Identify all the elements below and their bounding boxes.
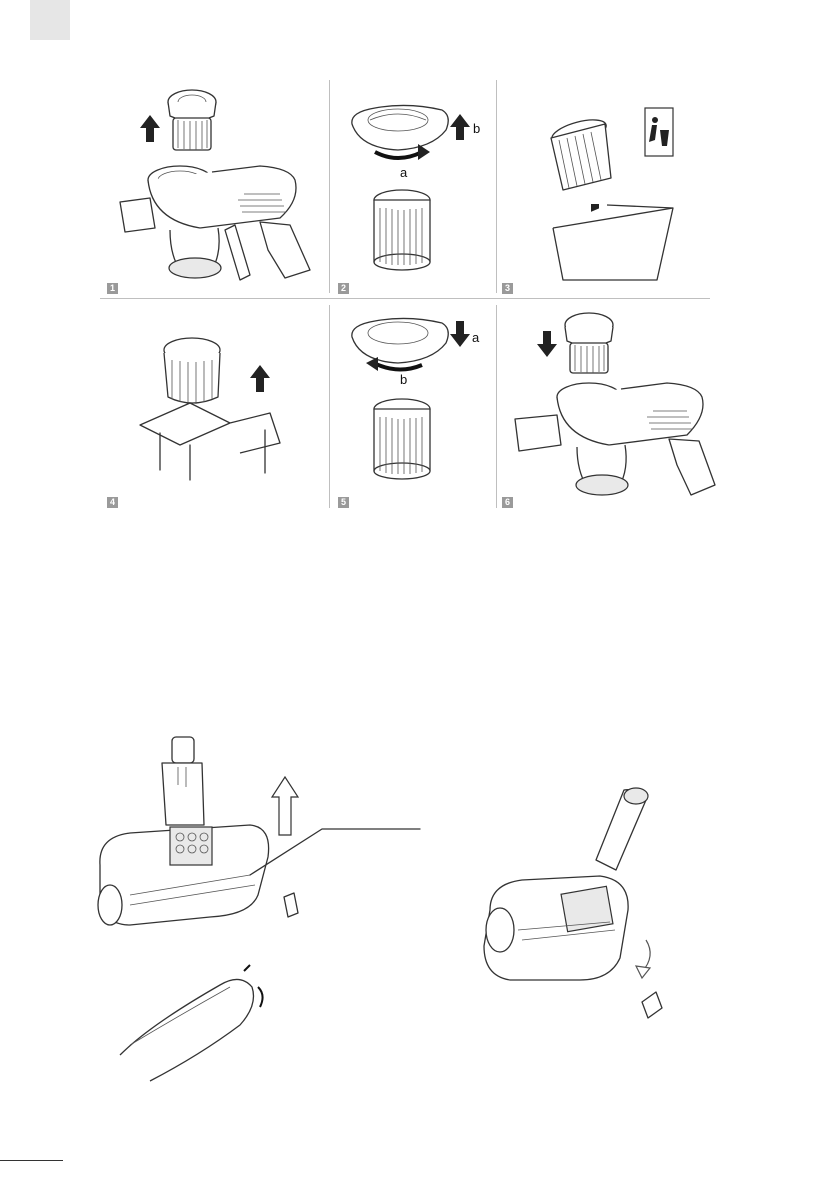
step5-label-b: b — [400, 372, 407, 387]
rotate-arrow-outline-icon — [636, 940, 650, 978]
arrow-up-icon — [450, 114, 470, 140]
waste-bin-container — [553, 205, 673, 280]
handle-tube — [596, 788, 648, 870]
step2-label-a: a — [400, 165, 407, 180]
step6-illustration — [497, 305, 710, 510]
arrow-up-icon — [140, 115, 160, 142]
footer-rule — [0, 1160, 63, 1161]
brush-head — [98, 825, 269, 925]
callout-line — [250, 829, 420, 875]
arrow-up-icon — [250, 365, 270, 392]
arrow-down-icon — [450, 321, 470, 347]
step2-label-b: b — [473, 121, 480, 136]
filter-assembly — [565, 313, 613, 373]
step1-illustration — [100, 80, 329, 295]
filter-cartridge — [549, 115, 611, 190]
step2-illustration — [330, 80, 496, 295]
filter-cap — [352, 105, 448, 150]
brush-head-detail — [120, 965, 263, 1081]
brush-head-removal-illustration — [90, 725, 440, 1085]
end-cap-part — [284, 893, 298, 917]
filter-cap — [352, 318, 448, 363]
filter-assembly — [168, 90, 216, 150]
vacuum-body — [515, 383, 715, 495]
brush-head-cap-illustration — [470, 780, 690, 1030]
box — [140, 403, 280, 480]
filter-cartridge — [164, 338, 220, 404]
waste-bin-icon — [645, 108, 673, 156]
filter-cartridge — [374, 190, 430, 270]
corner-tab — [30, 0, 70, 40]
row-divider — [100, 298, 710, 299]
step5-label-a: a — [472, 330, 479, 345]
step4-illustration — [100, 305, 329, 510]
filter-cartridge — [374, 399, 430, 479]
arrow-up-outline-icon — [272, 777, 298, 835]
vacuum-body — [120, 166, 310, 280]
step3-illustration — [497, 80, 710, 295]
arrow-down-icon — [537, 331, 557, 357]
end-cap-part — [642, 992, 662, 1018]
handle-tube — [162, 737, 204, 825]
brush-head — [484, 876, 628, 980]
